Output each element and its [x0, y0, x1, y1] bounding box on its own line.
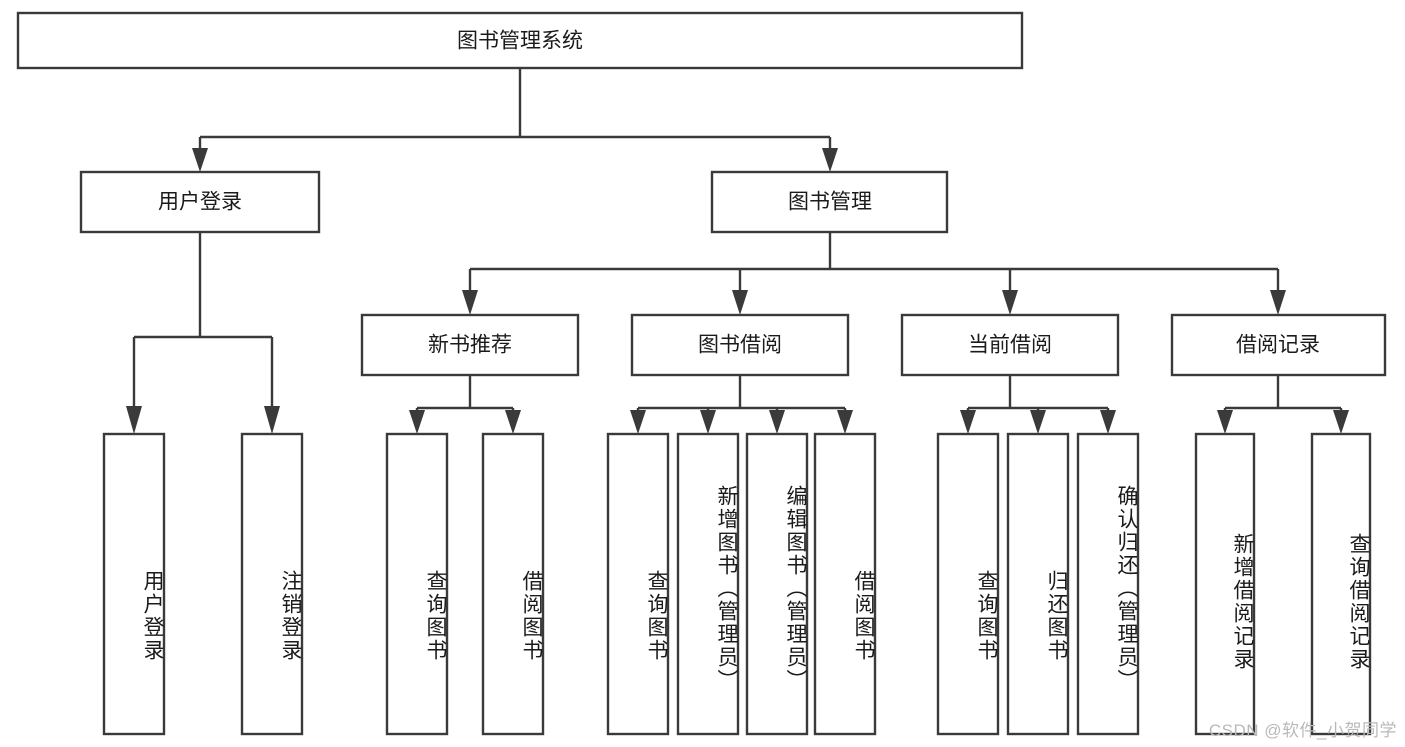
node-user-login-rect[interactable] — [79, 170, 321, 234]
arrow-head-leaf-query-books-3 — [960, 410, 976, 434]
node-root-rect[interactable] — [16, 11, 1024, 70]
arrow-head-new-book-recommend — [462, 290, 478, 315]
leaf-user-login-rect[interactable] — [102, 432, 166, 736]
node-new-book-recommend-rect[interactable] — [360, 313, 580, 377]
connector-group-borrow-record — [1217, 375, 1349, 434]
arrow-head-leaf-return-books — [1030, 410, 1046, 434]
arrow-head-book-borrow — [732, 290, 748, 315]
node-root-label: 图书管理系统 — [457, 30, 583, 53]
arrow-head-leaf-logout — [264, 406, 280, 434]
node-current-borrow-label: 当前借阅 — [968, 334, 1052, 357]
node-new-book-recommend-label: 新书推荐 — [428, 334, 512, 357]
node-borrow-record-label: 借阅记录 — [1236, 334, 1320, 357]
leaf-confirm-return-admin-rect[interactable] — [1076, 432, 1140, 736]
arrow-head-leaf-add-borrow-record — [1217, 410, 1233, 434]
arrow-head-user-login — [192, 148, 208, 172]
connector-group-user-login — [126, 232, 280, 434]
leaf-query-books-2-rect[interactable] — [606, 432, 670, 736]
node-user-login[interactable]: 用户登录 — [79, 170, 321, 234]
node-borrow-record[interactable]: 借阅记录 — [1170, 313, 1387, 377]
leaf-query-books-1-rect[interactable] — [385, 432, 449, 736]
arrow-head-leaf-query-books-1 — [409, 410, 425, 434]
node-new-book-recommend[interactable]: 新书推荐 — [360, 313, 580, 377]
arrow-head-leaf-query-borrow-record — [1333, 410, 1349, 434]
connector-group-new-book-recommend — [409, 375, 521, 434]
node-current-borrow-rect[interactable] — [900, 313, 1120, 377]
node-user-login-label: 用户登录 — [158, 191, 242, 214]
arrow-head-leaf-confirm-return-admin — [1100, 410, 1116, 434]
connector-group-book-borrow — [630, 375, 853, 434]
node-book-borrow-label: 图书借阅 — [698, 334, 782, 357]
arrow-head-leaf-query-books-2 — [630, 410, 646, 434]
connector-group-current-borrow — [960, 375, 1116, 434]
leaf-node-group — [102, 432, 1372, 736]
arrow-head-leaf-add-book-admin — [700, 410, 716, 434]
leaf-logout-rect[interactable] — [240, 432, 304, 736]
connector-group-book-management — [462, 232, 1286, 315]
node-book-borrow[interactable]: 图书借阅 — [630, 313, 850, 377]
leaf-add-borrow-record-rect[interactable] — [1194, 432, 1256, 736]
node-book-management-label: 图书管理 — [788, 191, 872, 214]
node-borrow-record-rect[interactable] — [1170, 313, 1387, 377]
leaf-add-book-admin-rect[interactable] — [676, 432, 740, 736]
leaf-borrow-books-2-rect[interactable] — [813, 432, 877, 736]
node-book-borrow-rect[interactable] — [630, 313, 850, 377]
node-book-management-rect[interactable] — [710, 170, 949, 234]
arrow-head-borrow-record — [1270, 290, 1286, 315]
leaf-query-books-3-rect[interactable] — [936, 432, 1000, 736]
arrow-head-current-borrow — [1002, 290, 1018, 315]
node-book-management[interactable]: 图书管理 — [710, 170, 949, 234]
node-current-borrow[interactable]: 当前借阅 — [900, 313, 1120, 377]
node-root[interactable]: 图书管理系统 — [16, 11, 1024, 70]
arrow-head-leaf-borrow-books-2 — [837, 410, 853, 434]
connector-group-root — [192, 68, 838, 172]
leaf-query-borrow-record-rect[interactable] — [1310, 432, 1372, 736]
arrow-head-book-management — [822, 148, 838, 172]
leaf-borrow-books-1-rect[interactable] — [481, 432, 545, 736]
csdn-watermark: CSDN @软件_小贺同学 — [1208, 721, 1397, 740]
arrow-head-leaf-user-login — [126, 406, 142, 434]
arrow-head-leaf-edit-book-admin — [769, 410, 785, 434]
arrow-head-leaf-borrow-books-1 — [505, 410, 521, 434]
leaf-edit-book-admin-rect[interactable] — [745, 432, 809, 736]
leaf-return-books-rect[interactable] — [1006, 432, 1070, 736]
